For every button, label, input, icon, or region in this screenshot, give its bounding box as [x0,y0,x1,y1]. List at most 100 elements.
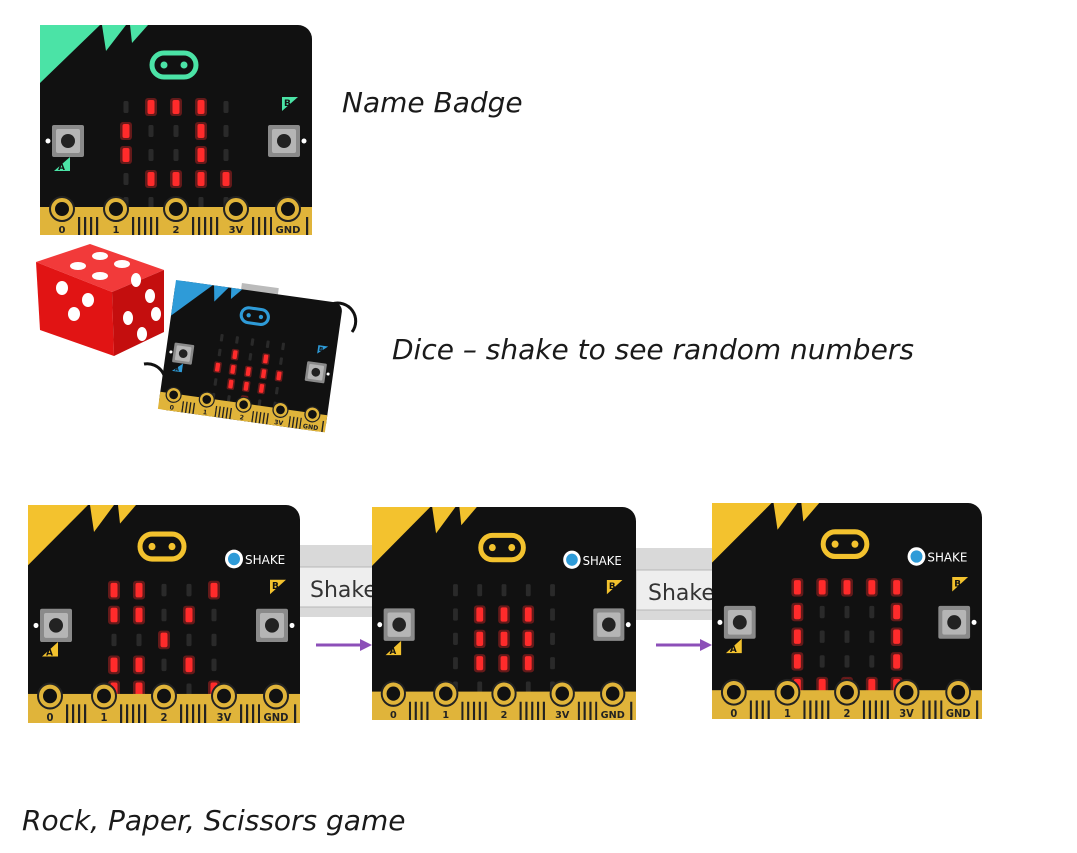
edge-tick [519,701,522,720]
led-off [161,658,167,672]
button-a-label: A [174,367,180,374]
edge-tick [264,217,267,235]
edge-dot [377,622,383,628]
led-off [111,633,117,647]
led-on [793,604,801,620]
pin-hole [840,685,854,700]
edge-tick [78,704,81,723]
edge-tick [254,411,258,423]
pin-label: 1 [113,225,120,236]
pin-hole [202,395,212,404]
button-a-marker [42,642,58,657]
edge-tick [188,402,192,414]
edge-tick [78,217,81,235]
led-off [550,608,555,621]
edge-tick [156,217,159,235]
button-b [947,615,962,630]
edge-tick [577,701,580,720]
led-off [211,658,217,672]
led-off [525,681,531,694]
button-b [602,617,616,632]
led-on [230,364,236,374]
led-off [123,101,129,113]
edge-tick [461,701,464,720]
edge-tick [976,700,979,719]
led-off [274,386,279,395]
edge-tick [66,704,69,723]
led-off [173,149,179,161]
led-off [219,333,224,342]
edge-tick [537,701,540,720]
logo-eye [851,540,859,548]
led-on [476,631,484,646]
pin-label: 3V [217,713,232,724]
pin-hole [229,202,243,216]
edge-tick [262,412,266,424]
edge-tick [90,217,93,235]
button-a-label: A [389,647,396,657]
edge-dot [301,138,307,144]
microbit-logo-icon [239,306,270,326]
edge-tick [252,217,255,235]
led-on [263,354,269,364]
edge-tick [414,701,417,720]
logo-eye [160,61,168,69]
edge-tick [120,704,123,723]
led-off [844,630,850,643]
button-a [178,349,188,358]
led-on [843,580,851,595]
pin-label: GND [946,709,971,720]
led-off [453,608,458,621]
button-b-label: B [272,581,279,592]
pin-hole [276,405,285,415]
pin-label: 2 [501,710,508,721]
edge-tick [84,704,87,723]
led-on [893,604,901,620]
pin-hole [899,685,914,700]
edge-tick [84,217,87,235]
edge-tick [210,217,213,235]
led-on [500,631,508,646]
edge-tick [72,704,75,723]
microbit-logo-icon [478,532,526,563]
edge-tick [542,701,545,720]
led-on [135,582,143,598]
edge-tick [240,704,243,723]
led-off [453,584,458,597]
button-b-marker [606,580,623,595]
led-off [186,633,192,647]
led-on [122,124,130,138]
logo-eye [508,544,516,552]
corner-stripe [102,25,126,51]
button-b-label: B [609,582,616,592]
led-off [223,101,229,113]
led-off [161,583,167,597]
arrow-right-icon [316,639,372,651]
led-on [524,607,532,622]
edge-tick [484,701,487,720]
led-on [214,362,221,372]
button-b-marker [282,97,298,111]
corner-stripe [230,287,243,299]
edge-tick [862,700,866,719]
edge-tick [928,700,931,719]
pin-label: 2 [161,713,168,724]
led-on [245,367,251,376]
pin-label: 2 [173,225,180,236]
edge-tick [144,704,147,723]
pin-hole [386,686,401,701]
corner-accent [712,503,772,563]
edge-tick [874,700,877,719]
edge-tick [96,217,99,235]
pin-hole [726,685,741,700]
shake-gesture-label: SHAKE [583,554,622,568]
edge-tick [595,701,598,720]
edge-tick [531,701,534,720]
led-on [210,582,218,598]
pin-hole [951,685,966,700]
led-off [250,338,255,346]
pin-label: 2 [844,709,851,720]
corner-accent [40,25,100,83]
